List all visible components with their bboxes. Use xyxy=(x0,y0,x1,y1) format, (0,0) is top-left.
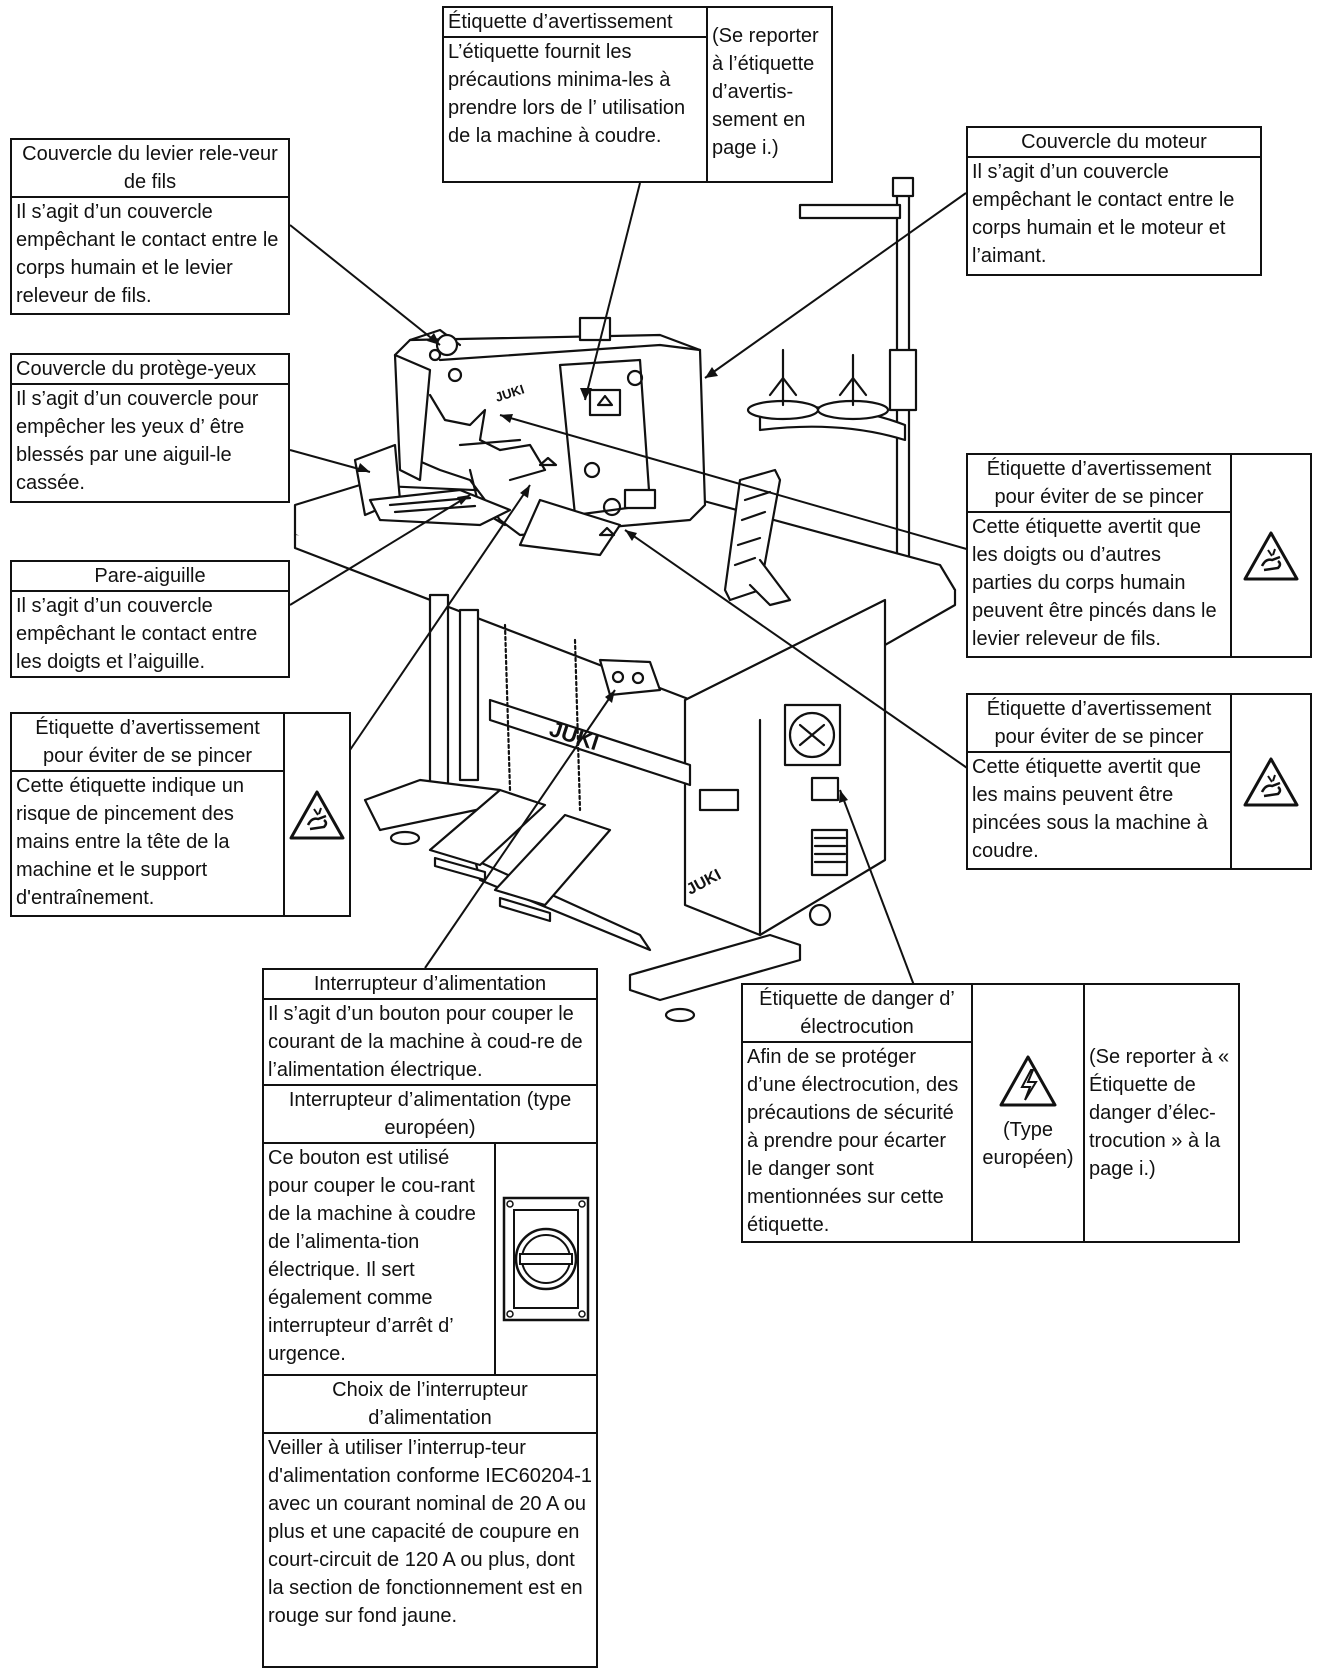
label-eye-guard-title: Couvercle du protège-yeux xyxy=(12,355,288,385)
label-motor-cover-title: Couvercle du moteur xyxy=(968,128,1260,158)
work-clamp xyxy=(368,488,512,527)
label-eye-guard: Couvercle du protège-yeux Il s’agit d’un… xyxy=(10,353,290,503)
leader-needle-guard xyxy=(289,494,471,606)
label-thread-takeup-cover-body: Il s’agit d’un couvercle empêchant le co… xyxy=(16,201,279,307)
label-thread-takeup-cover: Couvercle du levier rele-veur de fils Il… xyxy=(10,138,290,315)
label-electrocution-side: (Se reporter à « Étiquette de danger d’é… xyxy=(1083,985,1238,1241)
label-pinch-left: Étiquette d’avertissement pour éviter de… xyxy=(10,712,351,917)
power-switch-box xyxy=(598,658,662,697)
cabinet xyxy=(683,598,887,937)
label-warning-top-body: L’étiquette fournit les précautions mini… xyxy=(448,41,686,147)
label-motor-cover-body: Il s’agit d’un couvercle empêchant le co… xyxy=(972,161,1235,267)
label-needle-guard-body: Il s’agit d’un couvercle empêchant le co… xyxy=(16,595,258,673)
label-needle-guard-title: Pare-aiguille xyxy=(12,562,288,592)
label-needle-guard: Pare-aiguille Il s’agit d’un couvercle e… xyxy=(10,560,290,678)
hand-pinch-warning-icon xyxy=(283,714,349,915)
label-power-switch-eu-body: Ce bouton est utilisé pour couper le cou… xyxy=(268,1147,476,1365)
leader-pinch-right-2 xyxy=(624,529,971,771)
leader-pinch-right-1 xyxy=(499,414,971,551)
operation-panel xyxy=(723,468,792,607)
machine-head xyxy=(393,316,707,557)
label-pinch-right-2-title: Étiquette d’avertissement pour éviter de… xyxy=(968,695,1230,753)
label-power-switch: Interrupteur d’alimentation Il s’agit d’… xyxy=(262,968,598,1668)
label-warning-top-side: (Se reporter à l’étiquette d’avertis-sem… xyxy=(706,8,831,181)
label-pinch-right-1-title: Étiquette d’avertissement pour éviter de… xyxy=(968,455,1230,513)
label-power-switch-choice-body: Veiller à utiliser l’interrup-teur d'ali… xyxy=(268,1437,593,1627)
label-pinch-left-title: Étiquette d’avertissement pour éviter de… xyxy=(12,714,283,772)
label-power-switch-body: Il s’agit d’un bouton pour couper le cou… xyxy=(264,1000,596,1086)
hand-pinch-warning-icon xyxy=(1230,695,1310,868)
label-warning-top-title: Étiquette d’avertissement xyxy=(444,8,706,38)
leader-thread-takeup-cover xyxy=(289,224,441,346)
label-pinch-left-body: Cette étiquette indique un risque de pin… xyxy=(16,775,244,909)
leader-motor-cover xyxy=(704,192,967,379)
label-power-switch-title: Interrupteur d’alimentation xyxy=(264,970,596,1000)
leader-pinch-left xyxy=(349,484,531,751)
leader-power-switch xyxy=(424,689,616,969)
label-thread-takeup-cover-title: Couvercle du levier rele-veur de fils xyxy=(12,140,288,198)
label-electrocution-icon-caption: (Type européen) xyxy=(982,1119,1074,1169)
label-electrocution: Étiquette de danger d’ électrocution Afi… xyxy=(741,983,1240,1243)
label-pinch-right-2: Étiquette d’avertissement pour éviter de… xyxy=(966,693,1312,870)
leader-electrocution xyxy=(839,789,916,989)
label-power-switch-choice-title: Choix de l’interrupteur d’alimentation xyxy=(264,1376,596,1434)
hand-pinch-warning-icon xyxy=(1230,455,1310,656)
leader-eye-guard xyxy=(289,449,371,473)
label-power-switch-eu-title: Interrupteur d’alimentation (type europé… xyxy=(264,1086,596,1144)
label-warning-top: Étiquette d’avertissement L’étiquette fo… xyxy=(442,6,833,183)
label-eye-guard-body: Il s’agit d’un couvercle pour empêcher l… xyxy=(16,388,259,494)
label-electrocution-body: Afin de se protéger d’une électrocution,… xyxy=(747,1046,959,1236)
leader-warning-top xyxy=(584,182,641,401)
table-legs xyxy=(363,593,802,1023)
high-voltage-warning-icon xyxy=(998,1054,1058,1116)
label-motor-cover: Couvercle du moteur Il s’agit d’un couve… xyxy=(966,126,1262,276)
label-pinch-right-2-body: Cette étiquette avertit que les mains pe… xyxy=(972,756,1208,862)
label-electrocution-title: Étiquette de danger d’ électrocution xyxy=(743,985,971,1043)
thread-stand xyxy=(746,176,921,580)
rotary-power-switch-icon xyxy=(494,1144,596,1374)
label-pinch-right-1: Étiquette d’avertissement pour éviter de… xyxy=(966,453,1312,658)
label-pinch-right-1-body: Cette étiquette avertit que les doigts o… xyxy=(972,516,1217,650)
